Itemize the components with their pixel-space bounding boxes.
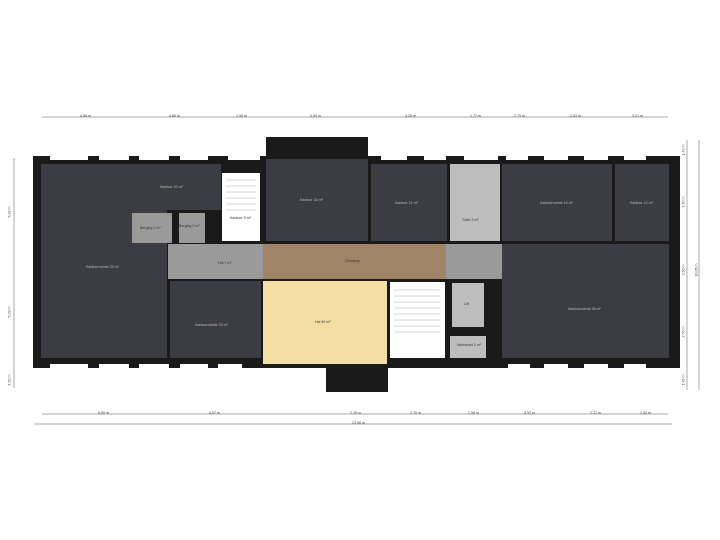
room-f bbox=[266, 159, 368, 241]
right-dimension-line bbox=[686, 140, 700, 390]
room-d bbox=[179, 213, 205, 243]
lift bbox=[452, 283, 484, 327]
bottom-dimension-line bbox=[34, 413, 672, 425]
room-k bbox=[502, 244, 669, 358]
rooms bbox=[41, 159, 669, 364]
room-h bbox=[450, 164, 500, 241]
corridor-left bbox=[168, 244, 263, 279]
stair-treads bbox=[226, 179, 440, 333]
south-extension bbox=[326, 362, 388, 392]
stairwell-top bbox=[222, 173, 260, 241]
room-j bbox=[615, 164, 669, 241]
north-extension bbox=[266, 137, 368, 159]
overloop bbox=[263, 244, 446, 279]
meterkast bbox=[450, 336, 486, 358]
corridor-right bbox=[446, 244, 502, 279]
window-notches bbox=[50, 156, 646, 368]
hall-main bbox=[263, 281, 387, 364]
room-i bbox=[502, 164, 612, 241]
room-g bbox=[371, 164, 447, 241]
room-c bbox=[132, 213, 172, 243]
room-b bbox=[131, 164, 221, 210]
room-l bbox=[170, 281, 261, 358]
